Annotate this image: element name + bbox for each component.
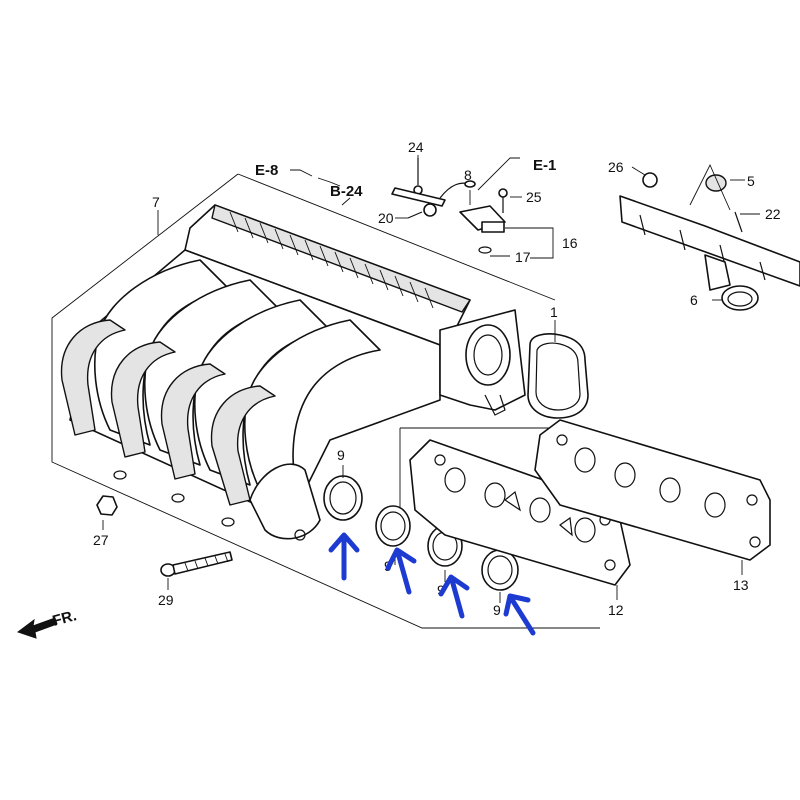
gasket-13 <box>534 419 771 561</box>
gasket-1 <box>527 333 589 419</box>
reference-arrows <box>290 157 520 206</box>
fasteners <box>96 495 233 577</box>
ref-e8: E-8 <box>255 162 278 179</box>
blue-arrow-icon <box>328 532 360 581</box>
callout-16: 16 <box>562 235 578 251</box>
fuel-rail <box>619 163 800 311</box>
callout-13: 13 <box>733 577 749 593</box>
blue-arrow-icon <box>438 574 470 619</box>
callout-17: 17 <box>515 249 531 265</box>
ref-e1: E-1 <box>533 157 556 174</box>
callout-22: 22 <box>765 206 781 222</box>
callout-26: 26 <box>608 159 624 175</box>
callout-25: 25 <box>526 189 542 205</box>
sensor-assembly <box>459 188 554 259</box>
callout-9d: 9 <box>493 602 501 618</box>
ref-b24: B-24 <box>330 183 363 200</box>
blue-arrow-icon <box>385 547 417 595</box>
o-rings-9 <box>323 475 519 591</box>
callout-5: 5 <box>747 173 755 189</box>
callout-9a: 9 <box>337 447 345 463</box>
highlight-arrows <box>328 532 536 636</box>
callout-7: 7 <box>152 194 160 210</box>
callout-24: 24 <box>408 139 424 155</box>
intake-manifold <box>60 204 526 541</box>
callout-6: 6 <box>690 292 698 308</box>
front-label: FR. <box>51 607 79 630</box>
section-refs: E-8 B-24 E-1 <box>255 157 556 200</box>
front-arrow-icon <box>16 617 58 639</box>
callout-20: 20 <box>378 210 394 226</box>
gasket-12 <box>409 439 631 586</box>
hose-bracket-assembly <box>391 158 476 219</box>
callout-12: 12 <box>608 602 624 618</box>
callout-27: 27 <box>93 532 109 548</box>
blue-arrow-icon <box>503 593 536 636</box>
callout-29: 29 <box>158 592 174 608</box>
callout-8: 8 <box>464 167 472 183</box>
leader-lines <box>102 155 760 603</box>
front-direction-indicator: FR. <box>16 607 79 639</box>
callout-1: 1 <box>550 304 558 320</box>
